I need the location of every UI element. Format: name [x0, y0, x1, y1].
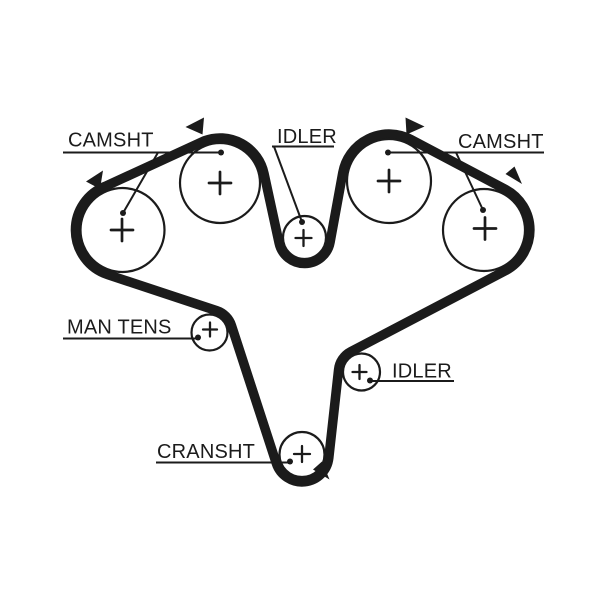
label-idler-right: IDLER — [392, 361, 452, 383]
center-mark-camshaft-right-outer — [472, 216, 498, 241]
label-camshaft-left: CAMSHT — [68, 130, 154, 152]
center-mark-camshaft-left-outer — [109, 217, 135, 243]
leader-camshaft-left — [122, 151, 159, 214]
center-mark-camshaft-right-inner — [376, 168, 402, 194]
label-crankshaft: CRANSHT — [157, 441, 255, 463]
label-manual-tensioner: MAN TENS — [67, 317, 172, 339]
leader-dot — [287, 458, 293, 465]
leader-idler-top — [273, 146, 303, 223]
leader-dot — [299, 219, 305, 225]
leader-dot — [385, 149, 391, 156]
leader-dot — [195, 334, 201, 341]
belt-direction-arrow-left-outer — [86, 170, 103, 189]
timing-belt — [70, 129, 535, 487]
leader-dot — [120, 210, 126, 216]
belt-direction-arrow-right-inner — [405, 117, 425, 135]
leader-dot — [367, 377, 373, 384]
center-mark-crankshaft — [292, 444, 312, 464]
belt-direction-arrow-right-outer — [505, 166, 522, 184]
center-mark-camshaft-left-inner — [207, 170, 233, 196]
center-mark-idler-lower-right — [351, 363, 368, 381]
leader-dot — [218, 149, 224, 156]
belt-direction-arrow-left-inner — [185, 117, 204, 135]
belt-direction-arrow-crankshaft — [313, 461, 330, 480]
center-mark-manual-tensioner — [201, 321, 219, 338]
label-idler-top: IDLER — [277, 126, 337, 148]
label-camshaft-right: CAMSHT — [458, 131, 544, 153]
center-mark-idler-top-center — [294, 228, 313, 248]
leader-dot — [480, 207, 486, 213]
leader-camshaft-right — [455, 152, 484, 211]
